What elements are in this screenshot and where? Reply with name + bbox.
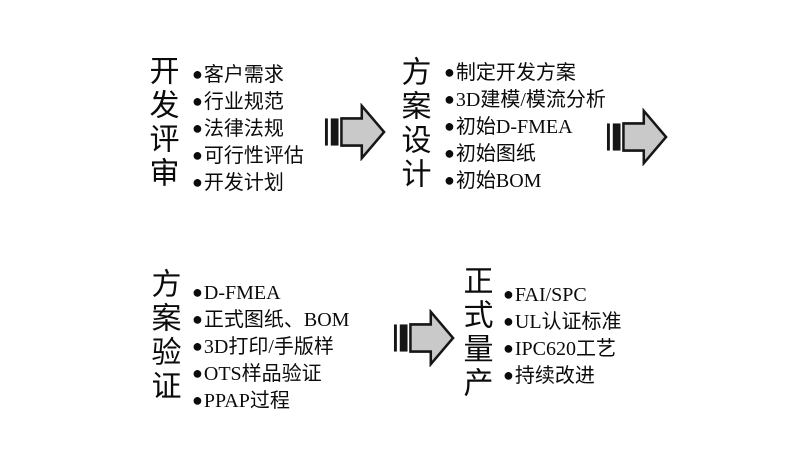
stage-item-list: ●FAI/SPC ●UL认证标准 ●IPC620工艺 ●持续改进 [503, 282, 622, 390]
bullet-icon: ● [192, 118, 203, 138]
process-item: ●OTS样品验证 [192, 361, 349, 388]
item-label: 正式图纸、BOM [203, 309, 350, 331]
bullet-icon: ● [192, 390, 203, 410]
bullet-icon: ● [192, 363, 203, 383]
bullet-icon: ● [192, 309, 203, 329]
item-label: IPC620工艺 [514, 338, 616, 360]
item-label: 开发计划 [203, 172, 284, 194]
item-label: 制定开发方案 [455, 62, 576, 84]
bullet-icon: ● [503, 338, 514, 358]
stage-title: 开发评审 [144, 55, 178, 191]
flow-arrow-icon [393, 309, 455, 367]
process-item: ●持续改进 [503, 363, 622, 390]
bullet-icon: ● [503, 284, 514, 304]
stage-title: 方案设计 [396, 56, 430, 192]
flow-arrow-icon [606, 108, 668, 166]
process-item: ●开发计划 [192, 170, 304, 197]
process-item: ●UL认证标准 [503, 309, 622, 336]
bullet-icon: ● [444, 62, 455, 82]
stage-title: 正式量产 [458, 265, 492, 401]
process-item: ●初始D-FMEA [444, 114, 606, 141]
bullet-icon: ● [192, 91, 203, 111]
bullet-icon: ● [503, 311, 514, 331]
bullet-icon: ● [444, 89, 455, 109]
process-item: ●可行性评估 [192, 143, 304, 170]
item-label: 3D打印/手版样 [203, 336, 334, 358]
process-item: ●FAI/SPC [503, 282, 622, 309]
bullet-icon: ● [192, 336, 203, 356]
stage-item-list: ●D-FMEA ●正式图纸、BOM ●3D打印/手版样 ●OTS样品验证 ●PP… [192, 280, 349, 415]
process-item: ●客户需求 [192, 62, 304, 89]
item-label: 初始D-FMEA [455, 116, 573, 138]
bullet-icon: ● [192, 282, 203, 302]
item-label: 初始BOM [455, 170, 542, 192]
stage-item-list: ●客户需求 ●行业规范 ●法律法规 ●可行性评估 ●开发计划 [192, 62, 304, 197]
process-item: ●初始BOM [444, 168, 606, 195]
process-item: ●初始图纸 [444, 141, 606, 168]
item-label: 行业规范 [203, 91, 284, 113]
item-label: FAI/SPC [514, 284, 587, 306]
stage-item-list: ●制定开发方案 ●3D建模/模流分析 ●初始D-FMEA ●初始图纸 ●初始BO… [444, 60, 606, 195]
stage-title: 方案验证 [146, 268, 180, 404]
item-label: OTS样品验证 [203, 363, 322, 385]
process-item: ●正式图纸、BOM [192, 307, 349, 334]
process-item: ●行业规范 [192, 89, 304, 116]
bullet-icon: ● [192, 145, 203, 165]
process-item: ●3D建模/模流分析 [444, 87, 606, 114]
bullet-icon: ● [192, 172, 203, 192]
item-label: 客户需求 [203, 64, 284, 86]
item-label: 3D建模/模流分析 [455, 89, 606, 111]
bullet-icon: ● [444, 143, 455, 163]
bullet-icon: ● [444, 170, 455, 190]
process-item: ●D-FMEA [192, 280, 349, 307]
item-label: 持续改进 [514, 365, 595, 387]
item-label: 可行性评估 [203, 145, 304, 167]
flow-arrow-icon [324, 103, 386, 161]
item-label: UL认证标准 [514, 311, 622, 333]
process-item: ●法律法规 [192, 116, 304, 143]
bullet-icon: ● [444, 116, 455, 136]
bullet-icon: ● [192, 64, 203, 84]
item-label: PPAP过程 [203, 390, 290, 412]
process-item: ●3D打印/手版样 [192, 334, 349, 361]
item-label: 初始图纸 [455, 143, 536, 165]
process-item: ●制定开发方案 [444, 60, 606, 87]
bullet-icon: ● [503, 365, 514, 385]
item-label: 法律法规 [203, 118, 284, 140]
process-item: ●IPC620工艺 [503, 336, 622, 363]
process-item: ●PPAP过程 [192, 388, 349, 415]
item-label: D-FMEA [203, 282, 281, 304]
